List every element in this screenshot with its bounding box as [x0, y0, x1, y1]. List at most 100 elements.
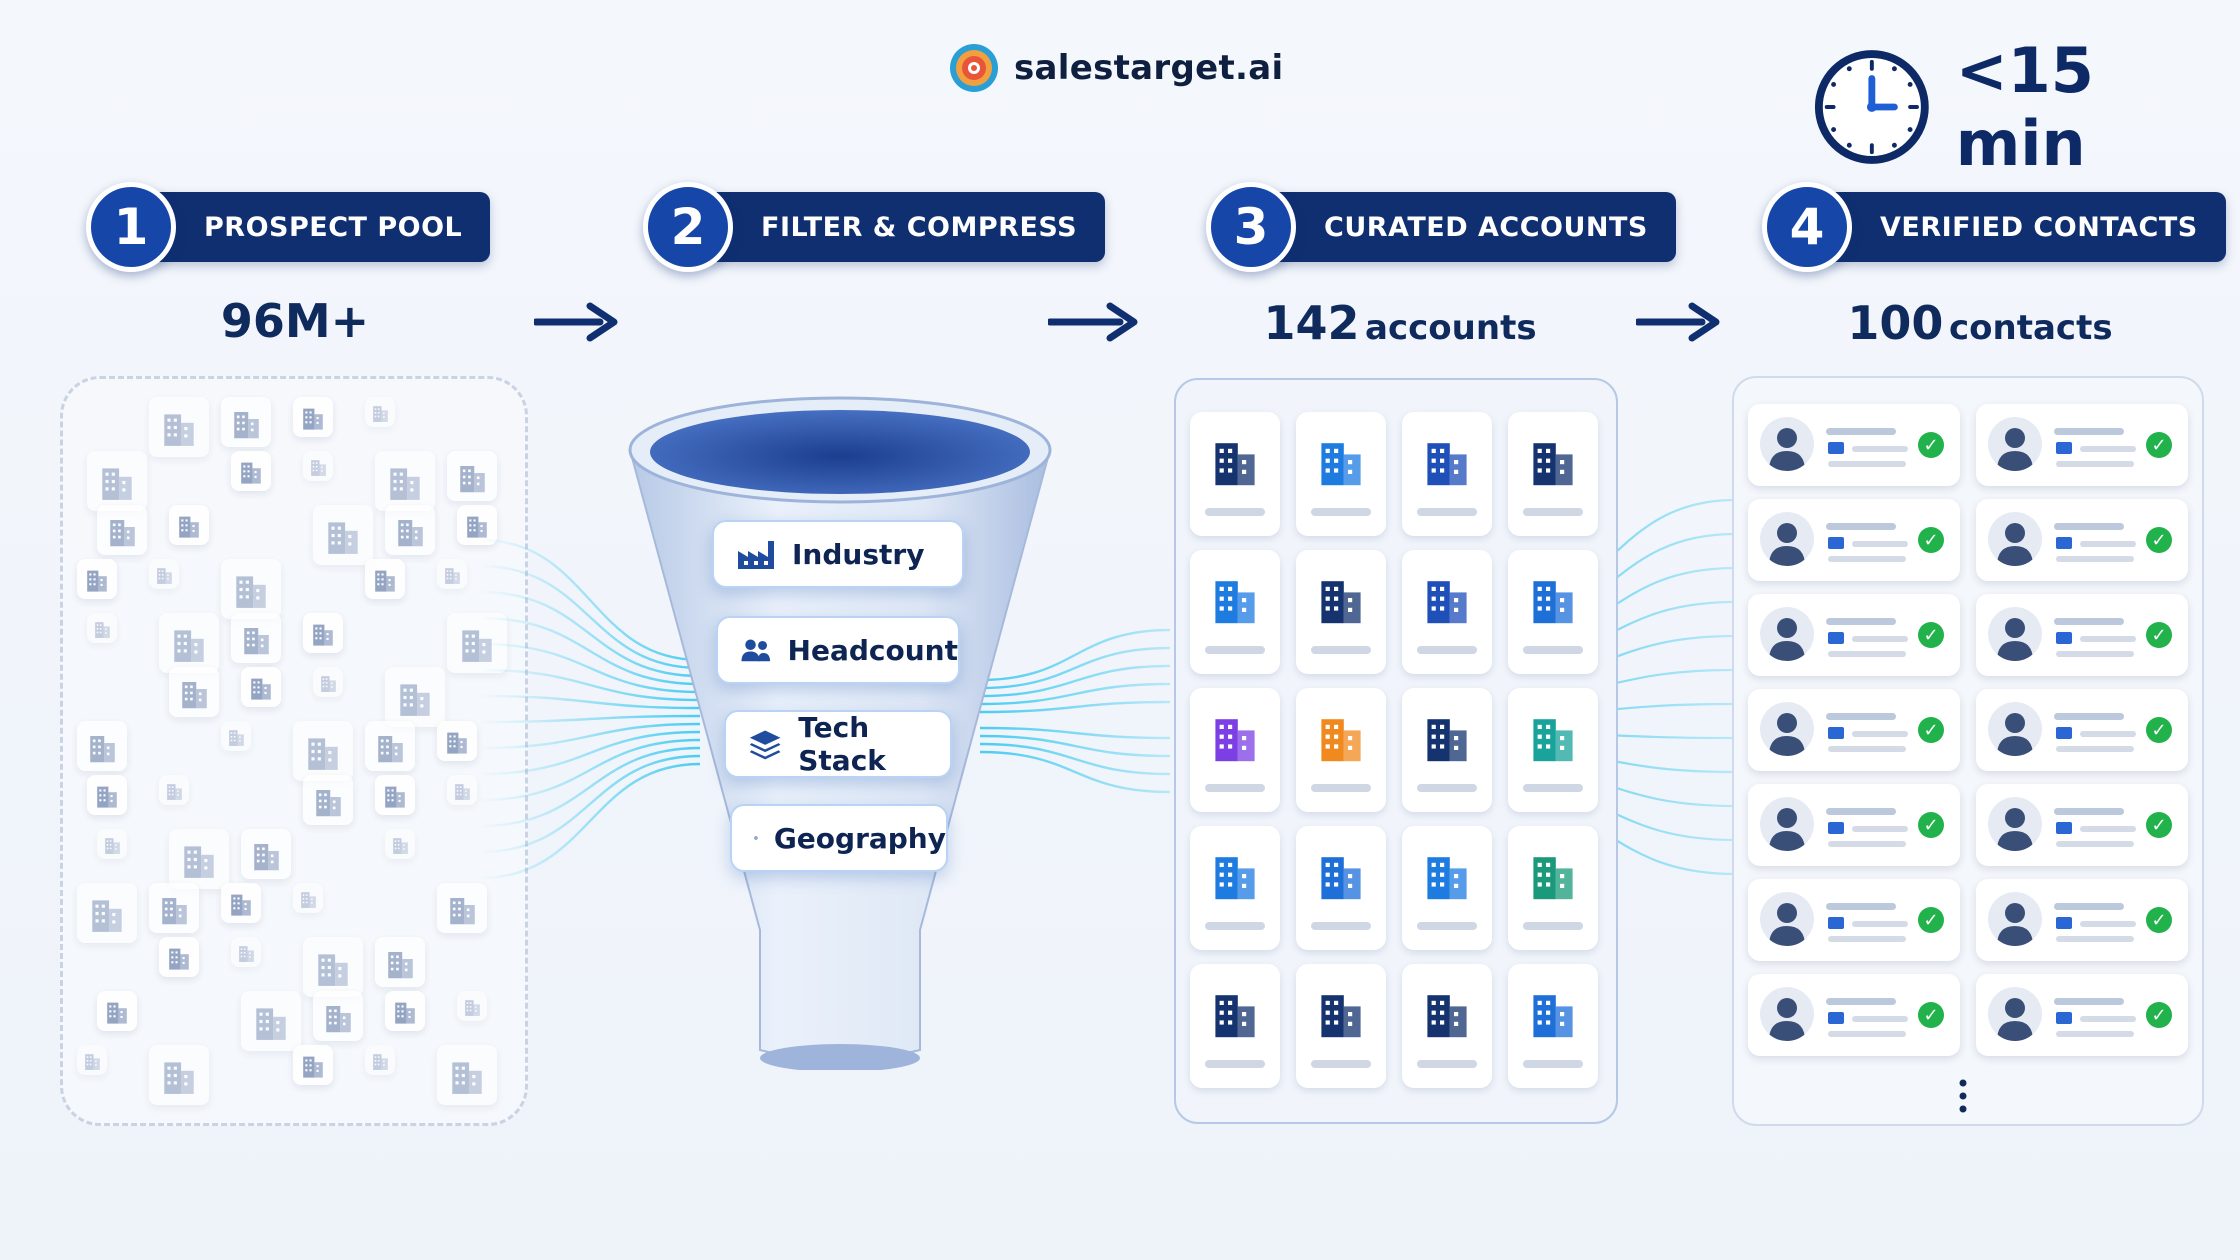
building-icon — [437, 883, 487, 933]
building-icon — [375, 451, 435, 511]
building-icon — [365, 1045, 395, 1075]
verified-check-icon: ✓ — [2146, 432, 2172, 458]
verified-check-icon: ✓ — [2146, 907, 2172, 933]
contact-detail-placeholder — [2056, 936, 2134, 942]
email-icon — [2056, 537, 2072, 549]
contact-card: ✓ — [1748, 404, 1960, 486]
contact-detail-placeholder — [2056, 746, 2134, 752]
building-icon — [385, 991, 425, 1031]
avatar-icon — [1988, 607, 2042, 661]
contact-card: ✓ — [1976, 499, 2188, 581]
building-icon — [221, 559, 281, 619]
building-icon — [149, 397, 209, 457]
account-name-placeholder — [1523, 646, 1583, 654]
contact-name-placeholder — [1826, 428, 1896, 435]
building-icon — [241, 829, 291, 879]
building-icon — [231, 451, 271, 491]
account-card — [1190, 412, 1280, 536]
avatar-icon — [1988, 512, 2042, 566]
avatar-icon — [1760, 607, 1814, 661]
contact-name-placeholder — [1826, 808, 1896, 815]
account-name-placeholder — [1311, 1060, 1371, 1068]
verified-check-icon: ✓ — [1918, 432, 1944, 458]
verified-check-icon: ✓ — [1918, 527, 1944, 553]
flow-line — [479, 754, 701, 854]
building-icon — [303, 775, 353, 825]
account-card — [1296, 688, 1386, 812]
building-icon — [303, 451, 333, 481]
email-icon — [1828, 442, 1844, 454]
building-icon — [77, 721, 127, 771]
building-icon — [437, 559, 467, 589]
account-name-placeholder — [1311, 646, 1371, 654]
avatar-icon — [1988, 702, 2042, 756]
avatar-icon — [1760, 417, 1814, 471]
building-icon — [313, 667, 343, 697]
flow-line — [979, 750, 1171, 794]
account-name-placeholder — [1417, 508, 1477, 516]
building-icon — [365, 559, 405, 599]
account-name-placeholder — [1311, 508, 1371, 516]
filter-geography-label: Geography — [773, 821, 946, 855]
flow-line — [479, 616, 701, 686]
building-icon — [231, 937, 261, 967]
building-icon — [77, 883, 137, 943]
company-logo-icon — [1523, 982, 1583, 1042]
building-icon — [221, 883, 261, 923]
company-logo-icon — [1205, 982, 1265, 1042]
accounts-count-value: 142 — [1263, 296, 1360, 350]
building-icon — [159, 937, 199, 977]
contact-email-placeholder — [2080, 541, 2136, 547]
building-icon — [87, 775, 127, 815]
contact-detail-placeholder — [1828, 841, 1906, 847]
contact-detail-placeholder — [1828, 1031, 1906, 1037]
verified-check-icon: ✓ — [2146, 527, 2172, 553]
contact-card: ✓ — [1976, 974, 2188, 1056]
flow-line — [479, 694, 701, 710]
email-icon — [1828, 1012, 1844, 1024]
prospect-pool-area — [60, 376, 528, 1126]
company-logo-icon — [1417, 706, 1477, 766]
contact-email-placeholder — [1852, 636, 1908, 642]
account-name-placeholder — [1205, 646, 1265, 654]
building-icon — [87, 451, 147, 511]
building-icon — [77, 559, 117, 599]
avatar-icon — [1988, 892, 2042, 946]
account-name-placeholder — [1417, 922, 1477, 930]
contacts-count-unit: contacts — [1949, 308, 2113, 348]
company-logo-icon — [1523, 844, 1583, 904]
building-icon — [293, 721, 353, 781]
step-1-number: 1 — [86, 182, 176, 272]
step-1-label: 1 PROSPECT POOL — [86, 182, 491, 272]
contact-name-placeholder — [2054, 618, 2124, 625]
verified-contacts-panel: ✓✓✓✓✓✓✓✓✓✓✓✓✓✓ — [1732, 376, 2204, 1126]
contact-email-placeholder — [1852, 446, 1908, 452]
building-icon — [149, 559, 179, 589]
flow-line — [479, 538, 701, 662]
contact-card: ✓ — [1976, 594, 2188, 676]
contact-email-placeholder — [1852, 921, 1908, 927]
building-icon — [457, 991, 487, 1021]
avatar-icon — [1760, 512, 1814, 566]
contact-card: ✓ — [1748, 499, 1960, 581]
company-logo-icon — [1205, 844, 1265, 904]
building-icon — [169, 667, 219, 717]
flow-line — [979, 682, 1171, 706]
building-icon — [313, 505, 373, 565]
email-icon — [1828, 917, 1844, 929]
email-icon — [2056, 632, 2072, 644]
arrow-right-icon — [1636, 302, 1720, 342]
flow-line — [479, 722, 701, 750]
account-name-placeholder — [1523, 784, 1583, 792]
contact-detail-placeholder — [2056, 1031, 2134, 1037]
building-icon — [447, 775, 477, 805]
step-1-title: PROSPECT POOL — [154, 192, 491, 262]
contact-name-placeholder — [2054, 903, 2124, 910]
step-4-number: 4 — [1762, 182, 1852, 272]
contact-card: ✓ — [1748, 784, 1960, 866]
account-card — [1402, 964, 1492, 1088]
contact-name-placeholder — [1826, 998, 1896, 1005]
account-name-placeholder — [1205, 784, 1265, 792]
flow-line — [479, 714, 701, 724]
verified-check-icon: ✓ — [1918, 717, 1944, 743]
